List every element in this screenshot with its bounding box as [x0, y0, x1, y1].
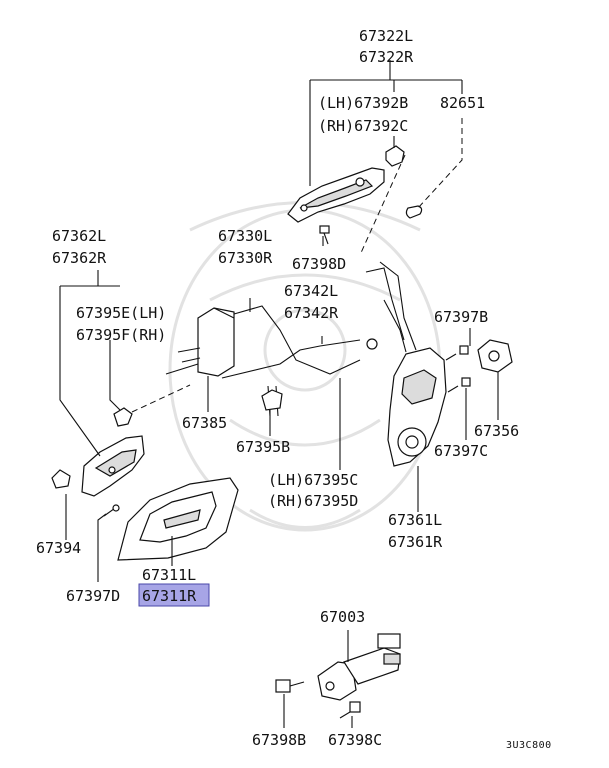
label-67361l[interactable]: 67361L: [388, 511, 442, 529]
screw-67397c-part: [447, 377, 471, 393]
label-67311l[interactable]: 67311L: [142, 566, 196, 584]
latch-67361: [365, 261, 447, 467]
label-67311r[interactable]: 67311R: [142, 587, 197, 605]
label-67395e[interactable]: 67395E(LH): [76, 304, 166, 322]
label-67322l[interactable]: 67322L: [359, 27, 413, 45]
label-67362l[interactable]: 67362L: [52, 227, 106, 245]
bezel-67311: [117, 477, 239, 561]
bolt-67398b-part: [275, 679, 305, 693]
label-67397b[interactable]: 67397B: [434, 308, 488, 326]
label-67342l[interactable]: 67342L: [284, 282, 338, 300]
label-67398c[interactable]: 67398C: [328, 731, 382, 749]
label-67361r[interactable]: 67361R: [388, 533, 443, 551]
screw-67397b-part: [445, 345, 469, 361]
label-67394[interactable]: 67394: [36, 539, 81, 557]
striker-67356: [477, 339, 513, 373]
label-67362r[interactable]: 67362R: [52, 249, 107, 267]
door-check-67003: [317, 633, 401, 701]
outside-handle-67322: [287, 167, 385, 223]
bolt-67398c-part: [339, 701, 361, 719]
handle-cover-67392: [385, 145, 405, 167]
label-67392b[interactable]: (LH)67392B: [318, 94, 408, 112]
label-67330r[interactable]: 67330R: [218, 249, 273, 267]
label-67397c[interactable]: 67397C: [434, 442, 488, 460]
cap-67394: [51, 469, 71, 489]
label-67398d[interactable]: 67398D: [292, 255, 346, 273]
inside-handle-67362: [81, 435, 145, 497]
label-82651[interactable]: 82651: [440, 94, 485, 112]
label-67356[interactable]: 67356: [474, 422, 519, 440]
diagram-code: 3U3C800: [506, 740, 552, 751]
label-67342r[interactable]: 67342R: [284, 304, 339, 322]
highlight-box-67311r: [138, 583, 210, 607]
label-67397d[interactable]: 67397D: [66, 587, 120, 605]
rod-67385: [165, 307, 235, 377]
clip-67395b-part: [261, 389, 283, 411]
label-67395b[interactable]: 67395B: [236, 438, 290, 456]
label-67392c[interactable]: (RH)67392C: [318, 117, 408, 135]
label-67330l[interactable]: 67330L: [218, 227, 272, 245]
bolt-67398d-part: [319, 225, 330, 245]
clip-82651: [405, 205, 423, 219]
label-67322r[interactable]: 67322R: [359, 48, 414, 66]
clip-67395e-part: [113, 407, 133, 427]
screw-67397d-part: [103, 504, 120, 517]
label-67395c[interactable]: (LH)67395C: [268, 471, 358, 489]
label-67003[interactable]: 67003: [320, 608, 365, 626]
label-67395d[interactable]: (RH)67395D: [268, 492, 358, 510]
label-67385[interactable]: 67385: [182, 414, 227, 432]
label-67395f[interactable]: 67395F(RH): [76, 326, 166, 344]
label-67398b[interactable]: 67398B: [252, 731, 306, 749]
